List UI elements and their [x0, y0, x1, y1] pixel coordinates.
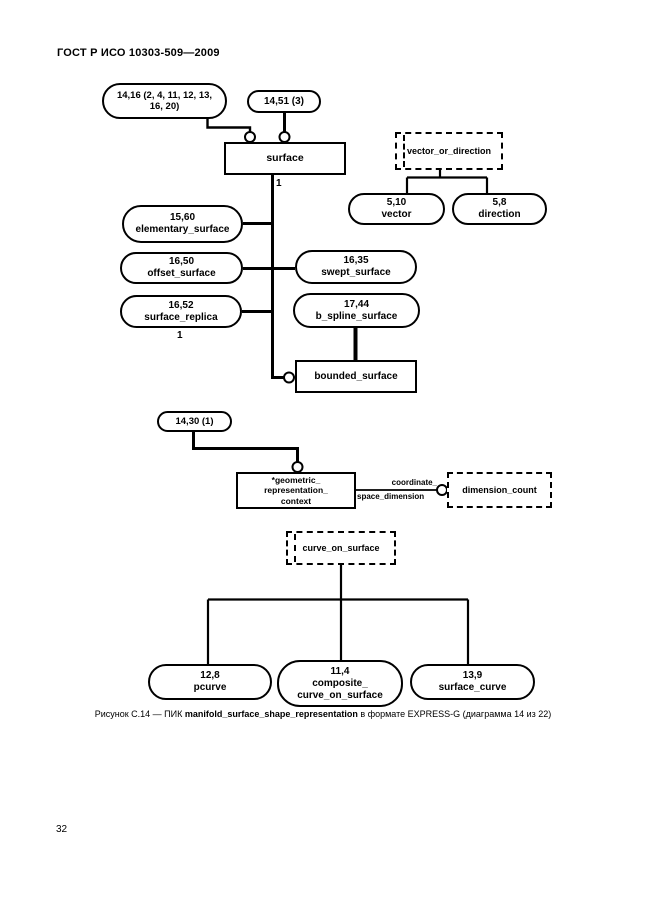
- surface-replica-ref: 16,52: [168, 299, 194, 311]
- page-ref-14-30-label: 14,30 (1): [175, 415, 214, 427]
- entity-geometric-representation-context-box: *geometric_ representation_ context: [236, 472, 356, 509]
- entity-bounded-surface-box: bounded_surface: [295, 360, 417, 393]
- b-spline-surface-ref: 17,44: [343, 298, 370, 310]
- elementary-surface-name: elementary_surface: [135, 224, 230, 235]
- offset-surface-ref: 16,50: [168, 256, 195, 267]
- select-type-bar: [294, 534, 296, 562]
- select-type-vector-or-direction: vector_or_direction: [395, 132, 503, 170]
- supertype-lines: [192, 112, 299, 462]
- geo-context-line1: *geometric_: [271, 474, 321, 485]
- reference-lines: [206, 118, 252, 133]
- standard-header: ГОСТ Р ИСО 10303-509—2009: [57, 47, 220, 59]
- direction-name: direction: [478, 209, 521, 220]
- interschema-ref-elementary-surface: 15,60 elementary_surface: [122, 205, 243, 243]
- page-ref-14-16-line2: 16, 20): [149, 101, 180, 112]
- page-ref-14-16-line1: 14,16 (2, 4, 11, 12, 13,: [116, 89, 213, 101]
- interschema-ref-b-spline-surface: 17,44 b_spline_surface: [293, 293, 420, 328]
- attribute-label-space-dimension: space_dimension: [357, 492, 425, 501]
- select-type-bar: [403, 135, 405, 167]
- interschema-ref-composite-curve-on-surface: 11,4 composite_ curve_on_surface: [277, 660, 403, 707]
- caption-suffix: в формате EXPRESS-G (диаграмма 14 из 22): [357, 709, 552, 719]
- pcurve-name: pcurve: [193, 682, 227, 693]
- page-ref-14-51-label: 14,51 (3): [263, 95, 305, 107]
- caption-entity-name: manifold_surface_shape_representation: [184, 709, 358, 719]
- composite-name-line2: curve_on_surface: [297, 689, 383, 701]
- figure-caption: Рисунок С.14 — ПИК manifold_surface_shap…: [0, 709, 646, 719]
- interschema-ref-surface-replica: 16,52 surface_replica: [120, 295, 242, 328]
- surface-replica-name: surface_replica: [144, 311, 218, 323]
- composite-ref: 11,4: [330, 665, 350, 677]
- curve-on-surface-label: curve_on_surface: [302, 542, 380, 553]
- direction-ref: 5,8: [492, 197, 507, 208]
- entity-surface-label: surface: [266, 152, 304, 165]
- caption-prefix: Рисунок С.14 — ПИК: [94, 709, 185, 719]
- composite-name-line1: composite_: [312, 677, 368, 689]
- swept-surface-name: swept_surface: [321, 267, 391, 278]
- page-ref-14-30: 14,30 (1): [157, 411, 232, 432]
- geo-context-line3: context: [280, 495, 312, 506]
- vector-or-direction-label: vector_or_direction: [406, 145, 492, 156]
- geo-context-line2: representation_: [264, 485, 328, 496]
- page-ref-14-51: 14,51 (3): [247, 90, 321, 113]
- b-spline-surface-name: b_spline_surface: [315, 310, 398, 322]
- attribute-label-coordinate: coordinate_: [391, 478, 437, 487]
- interschema-ref-surface-curve: 13,9 surface_curve: [410, 664, 535, 700]
- page-ref-14-16: 14,16 (2, 4, 11, 12, 13, 16, 20): [102, 83, 227, 119]
- pcurve-ref: 12,8: [200, 670, 220, 681]
- dimension-count-label: dimension_count: [462, 484, 537, 495]
- interschema-ref-pcurve: 12,8 pcurve: [148, 664, 272, 700]
- interschema-ref-vector: 5,10 vector: [348, 193, 445, 225]
- vector-ref: 5,10: [386, 197, 407, 208]
- select-subtype-lines: [206, 170, 489, 664]
- page-number: 32: [56, 824, 68, 835]
- swept-surface-ref: 16,35: [343, 255, 369, 266]
- vector-name: vector: [381, 209, 412, 220]
- defined-type-dimension-count: dimension_count: [447, 472, 552, 508]
- surface-curve-ref: 13,9: [462, 670, 483, 681]
- interschema-ref-swept-surface: 16,35 swept_surface: [295, 250, 417, 284]
- offset-surface-name: offset_surface: [147, 268, 216, 279]
- select-type-curve-on-surface: curve_on_surface: [286, 531, 396, 565]
- interschema-ref-direction: 5,8 direction: [452, 193, 547, 225]
- elementary-surface-ref: 15,60: [169, 212, 196, 223]
- interschema-ref-offset-surface: 16,50 offset_surface: [120, 252, 243, 284]
- bounded-surface-label: bounded_surface: [314, 370, 398, 382]
- entity-surface-box: surface: [224, 142, 346, 175]
- surface-curve-name: surface_curve: [438, 682, 507, 693]
- cardinality-label-surface: 1: [276, 178, 282, 189]
- cardinality-label-surface-replica: 1: [177, 330, 183, 341]
